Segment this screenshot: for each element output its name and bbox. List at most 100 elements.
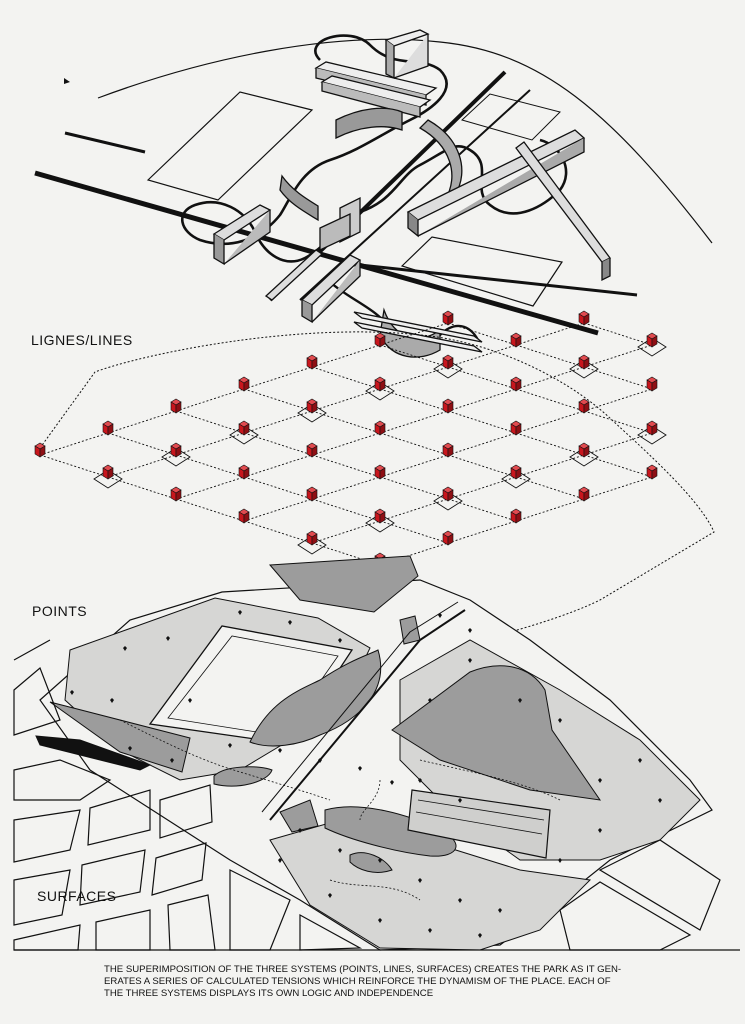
grid-line bbox=[515, 432, 585, 456]
surface-marker bbox=[428, 698, 432, 703]
grid-line bbox=[447, 432, 517, 456]
grid-line bbox=[175, 410, 245, 434]
folie-red-cube bbox=[510, 508, 522, 524]
surface-marker bbox=[123, 646, 127, 651]
grid-line bbox=[311, 520, 381, 544]
grid-line bbox=[583, 388, 653, 412]
surface-marker bbox=[288, 620, 292, 625]
folie-red-cube bbox=[578, 354, 590, 370]
surface-marker bbox=[428, 928, 432, 933]
surface-marker bbox=[558, 858, 562, 863]
folie-red-cube bbox=[646, 332, 658, 348]
folie-red-cube bbox=[34, 442, 46, 458]
dark-surface-strip bbox=[35, 735, 152, 771]
grid-line bbox=[243, 498, 313, 522]
folie-red-cube bbox=[442, 442, 454, 458]
central-court-inner bbox=[167, 635, 339, 737]
surface-marker bbox=[188, 698, 192, 703]
grid-line bbox=[379, 366, 449, 390]
grid-line bbox=[311, 476, 381, 500]
grid-line bbox=[175, 454, 245, 478]
surface-marker bbox=[298, 828, 302, 833]
caption-line: THE SUPERIMPOSITION OF THE THREE SYSTEMS… bbox=[104, 964, 622, 975]
folie-red-cube bbox=[306, 442, 318, 458]
points-layer bbox=[34, 310, 715, 641]
grid-line bbox=[311, 410, 381, 434]
canal-line bbox=[261, 601, 459, 813]
folie-red-cube bbox=[170, 442, 182, 458]
surface-marker bbox=[558, 718, 562, 723]
covered-gallery bbox=[314, 29, 438, 118]
surface-marker bbox=[468, 658, 472, 663]
grid-line bbox=[107, 476, 177, 500]
folie-red-cube bbox=[102, 464, 114, 480]
surface-marker bbox=[128, 746, 132, 751]
surface-marker bbox=[328, 893, 332, 898]
folie-red-cube bbox=[442, 310, 454, 326]
surface-marker bbox=[110, 698, 114, 703]
grid-line bbox=[107, 454, 177, 478]
grid-line bbox=[243, 454, 313, 478]
surface-marker bbox=[458, 798, 462, 803]
folie-red-cube bbox=[510, 332, 522, 348]
grid-line bbox=[39, 454, 109, 478]
surface-marker bbox=[658, 798, 662, 803]
grid-line bbox=[515, 498, 585, 522]
surface-marker bbox=[390, 780, 394, 785]
grid-line bbox=[515, 410, 585, 434]
surface-marker bbox=[238, 610, 242, 615]
grid-line bbox=[583, 454, 653, 478]
surface-marker bbox=[278, 748, 282, 753]
grid-line bbox=[447, 498, 517, 522]
surface-marker bbox=[338, 848, 342, 853]
surface-marker bbox=[166, 636, 170, 641]
folie-red-cube bbox=[442, 354, 454, 370]
folie-red-cube bbox=[102, 420, 114, 436]
lines-layer-bar bbox=[64, 131, 146, 154]
surface-marker bbox=[598, 778, 602, 783]
folie-red-cube bbox=[374, 332, 386, 348]
grid-line bbox=[243, 520, 313, 544]
grid-line bbox=[107, 410, 177, 434]
surface-marker bbox=[418, 878, 422, 883]
grid-line bbox=[583, 476, 653, 500]
figure-caption: THE SUPERIMPOSITION OF THE THREE SYSTEMS… bbox=[104, 964, 664, 1000]
grid-line bbox=[379, 498, 449, 522]
diagonal-slabs bbox=[212, 129, 611, 353]
caption-line: ERATES A SERIES OF CALCULATED TENSIONS W… bbox=[104, 976, 611, 987]
grid-line bbox=[379, 410, 449, 434]
grid-line bbox=[447, 520, 517, 544]
folie-red-cube bbox=[578, 310, 590, 326]
right-boulevard bbox=[359, 263, 638, 297]
grand-hall-bar-inner bbox=[415, 799, 545, 835]
surface-marker bbox=[498, 908, 502, 913]
folie-red-cube bbox=[238, 420, 250, 436]
folie-red-cube bbox=[306, 486, 318, 502]
surface-marker bbox=[338, 638, 342, 643]
folie-red-cube bbox=[306, 530, 318, 546]
grid-line bbox=[311, 432, 381, 456]
folie-red-cube bbox=[306, 354, 318, 370]
surface-marker bbox=[228, 743, 232, 748]
folie-red-cube bbox=[578, 398, 590, 414]
grid-line bbox=[175, 498, 245, 522]
folie-red-cube bbox=[238, 508, 250, 524]
dark-surface-triangle bbox=[391, 665, 602, 801]
surface-marker bbox=[378, 918, 382, 923]
surface-marker bbox=[318, 758, 322, 763]
folie-red-cube bbox=[442, 486, 454, 502]
grid-line bbox=[311, 388, 381, 412]
dark-surface-slab bbox=[324, 806, 457, 857]
grid-line bbox=[379, 388, 449, 412]
dark-surface-slab bbox=[279, 799, 319, 833]
surface-markers bbox=[70, 610, 662, 938]
grid-line bbox=[39, 432, 109, 456]
dark-surface-blob bbox=[213, 766, 273, 787]
grid-line bbox=[447, 388, 517, 412]
grid-line bbox=[243, 476, 313, 500]
grid-line bbox=[379, 520, 449, 544]
folie-red-cube bbox=[306, 398, 318, 414]
surface-marker bbox=[170, 758, 174, 763]
grid-line bbox=[243, 410, 313, 434]
folie-red-cube bbox=[578, 486, 590, 502]
